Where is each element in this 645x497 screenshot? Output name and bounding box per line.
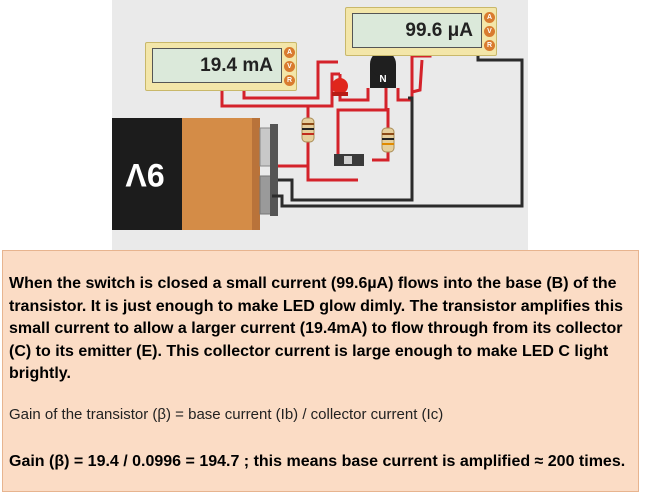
collector-meter-display: 19.4 mA (152, 48, 282, 83)
gain-definition: Gain of the transistor (β) = base curren… (9, 406, 444, 423)
circuit-simulation-canvas[interactable]: N 19.4 mA A V R 99.6 μA A V R 9V (112, 0, 528, 252)
meter-mode-v-icon[interactable]: V (284, 61, 295, 72)
meter-mode-r-icon[interactable]: R (284, 75, 295, 86)
base-current-meter[interactable]: 99.6 μA A V R (345, 7, 497, 56)
switch-handle[interactable] (344, 156, 352, 164)
explanation-panel: When the switch is closed a small curren… (2, 250, 639, 492)
transistor-label: N (379, 74, 386, 85)
meter-mode-a-icon[interactable]: A (484, 12, 495, 23)
led[interactable] (332, 78, 348, 94)
circuit-drawing: N (112, 48, 524, 230)
battery-copper-part (182, 118, 258, 230)
battery-black-part (112, 118, 182, 230)
gain-calculation: Gain (β) = 19.4 / 0.0996 = 194.7 ; this … (9, 453, 626, 470)
battery-label: 9V (125, 157, 165, 193)
meter-mode-v-icon[interactable]: V (484, 26, 495, 37)
meter-mode-r-icon[interactable]: R (484, 40, 495, 51)
collector-current-meter[interactable]: 19.4 mA A V R (145, 42, 297, 91)
battery-cap (252, 118, 260, 230)
base-meter-display: 99.6 μA (352, 13, 482, 48)
explanation-paragraph: When the switch is closed a small curren… (9, 275, 624, 382)
meter-mode-a-icon[interactable]: A (284, 47, 295, 58)
black-wires (272, 52, 524, 208)
battery-terminal-plate (270, 124, 278, 216)
